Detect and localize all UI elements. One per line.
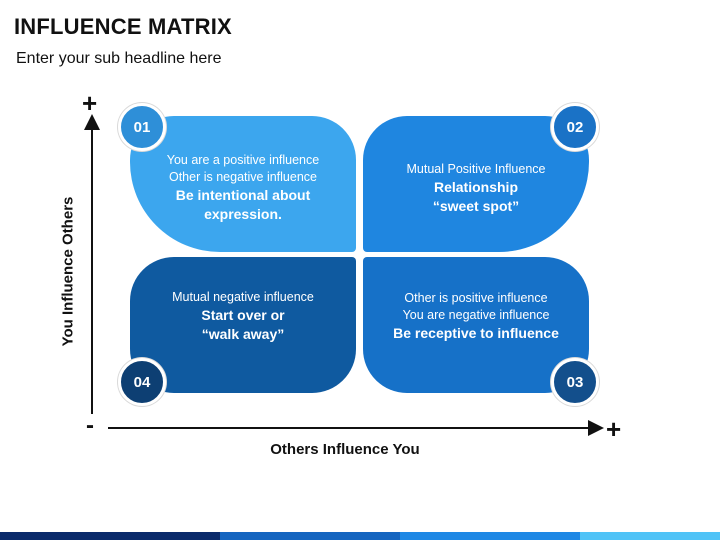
page-subtitle: Enter your sub headline here xyxy=(16,50,222,67)
x-axis-plus: + xyxy=(606,414,622,444)
badge-04: 04 xyxy=(118,358,166,406)
y-axis-plus: + xyxy=(82,88,98,118)
badge-02: 02 xyxy=(551,103,599,151)
quadrant-01-bold1: Be intentional about xyxy=(175,187,311,203)
quadrant-01-line1: You are a positive influence xyxy=(166,153,320,167)
x-axis-label: Others Influence You xyxy=(270,441,420,458)
bottom-bar-segment-3 xyxy=(400,532,580,540)
quadrant-02: Mutual Positive Influence Relationship “… xyxy=(363,116,589,252)
bottom-bar-segment-2 xyxy=(220,532,400,540)
badge-03: 03 xyxy=(551,358,599,406)
y-axis-label: You Influence Others xyxy=(59,196,77,347)
badge-01: 01 xyxy=(118,103,166,151)
quadrant-02-bold2: “sweet spot” xyxy=(432,197,520,214)
quadrant-03-bold1: Be receptive to influence xyxy=(393,324,559,341)
quadrant-01-bold2: expression. xyxy=(204,206,282,222)
bottom-bar-segment-4 xyxy=(580,532,720,540)
bottom-bar-segment-1 xyxy=(0,532,220,540)
quadrant-03: Other is positive influence You are nega… xyxy=(363,257,589,393)
quadrant-04-bold2: “walk away” xyxy=(201,325,285,342)
page-title: INFLUENCE MATRIX xyxy=(14,14,232,39)
quadrant-04-bold1: Start over or xyxy=(201,306,285,323)
origin-minus: - xyxy=(86,412,94,439)
quadrant-02-line1: Mutual Positive Influence xyxy=(406,161,546,176)
quadrant-01: You are a positive influence Other is ne… xyxy=(130,116,356,252)
quadrant-04: Mutual negative influence Start over or … xyxy=(130,257,356,393)
quadrant-03-line1: Other is positive influence xyxy=(404,290,548,305)
quadrant-04-line1: Mutual negative influence xyxy=(172,289,314,304)
quadrant-01-line2: Other is negative influence xyxy=(168,170,317,184)
bottom-color-bar xyxy=(0,532,720,540)
quadrant-02-bold1: Relationship xyxy=(433,178,518,195)
quadrant-03-line2: You are negative influence xyxy=(402,307,550,322)
